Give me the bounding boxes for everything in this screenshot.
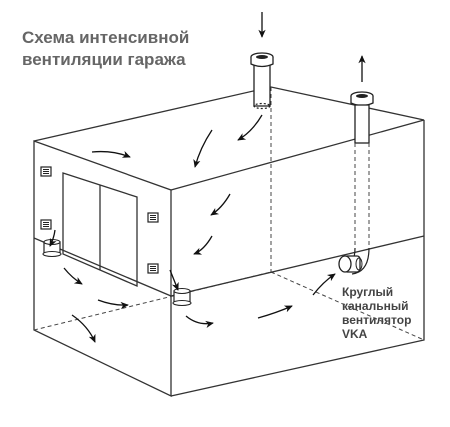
title-line-2: вентиляции гаража: [22, 50, 186, 69]
airflow-arrow-icon: [312, 273, 336, 296]
airflow-arrow-icon: [63, 267, 83, 285]
airflow-arrows: [49, 114, 336, 343]
airflow-arrow-icon: [169, 269, 179, 291]
airflow-arrow-icon: [91, 150, 131, 158]
vent-grille-icon: [147, 212, 159, 223]
duct-fan-icon: [338, 255, 363, 273]
fan-label-line-1: Круглый: [342, 285, 393, 299]
floor-diffuser: [172, 287, 192, 307]
garage-door: [62, 172, 138, 287]
vent-grille-icon: [40, 166, 159, 274]
airflow-arrow-icon: [185, 315, 214, 328]
airflow-arrow-icon: [193, 129, 213, 168]
airflow-arrow-icon: [71, 314, 96, 343]
top-back-edges: [33, 86, 425, 191]
level-divider-right: [170, 235, 425, 297]
exhaust-pipe-icon: [347, 91, 374, 275]
airflow-arrow-icon: [193, 235, 213, 255]
right-face-edges: [170, 120, 425, 397]
airflow-arrow-icon: [49, 229, 57, 247]
fan-label-line-4: VKA: [342, 327, 368, 341]
vent-grille-icon: [40, 166, 52, 177]
fan-label: Круглый канальный вентилятор VKA: [342, 285, 411, 341]
garage-box: [33, 86, 425, 398]
airflow-arrow-icon: [97, 299, 129, 310]
vent-grille-icon: [40, 219, 52, 230]
airflow-arrow-icon: [210, 193, 231, 216]
airflow-arrow-icon: [237, 114, 263, 141]
door-frame: [62, 172, 138, 287]
fan-label-line-3: вентилятор: [342, 313, 411, 327]
diagram-title: Схема интенсивной вентиляции гаража: [22, 28, 189, 69]
vent-grille-icon: [147, 263, 159, 274]
title-line-1: Схема интенсивной: [22, 28, 189, 47]
intake-pipe-icon: [250, 52, 274, 110]
airflow-arrow-icon: [257, 305, 293, 319]
fan-label-line-2: канальный: [342, 299, 408, 313]
